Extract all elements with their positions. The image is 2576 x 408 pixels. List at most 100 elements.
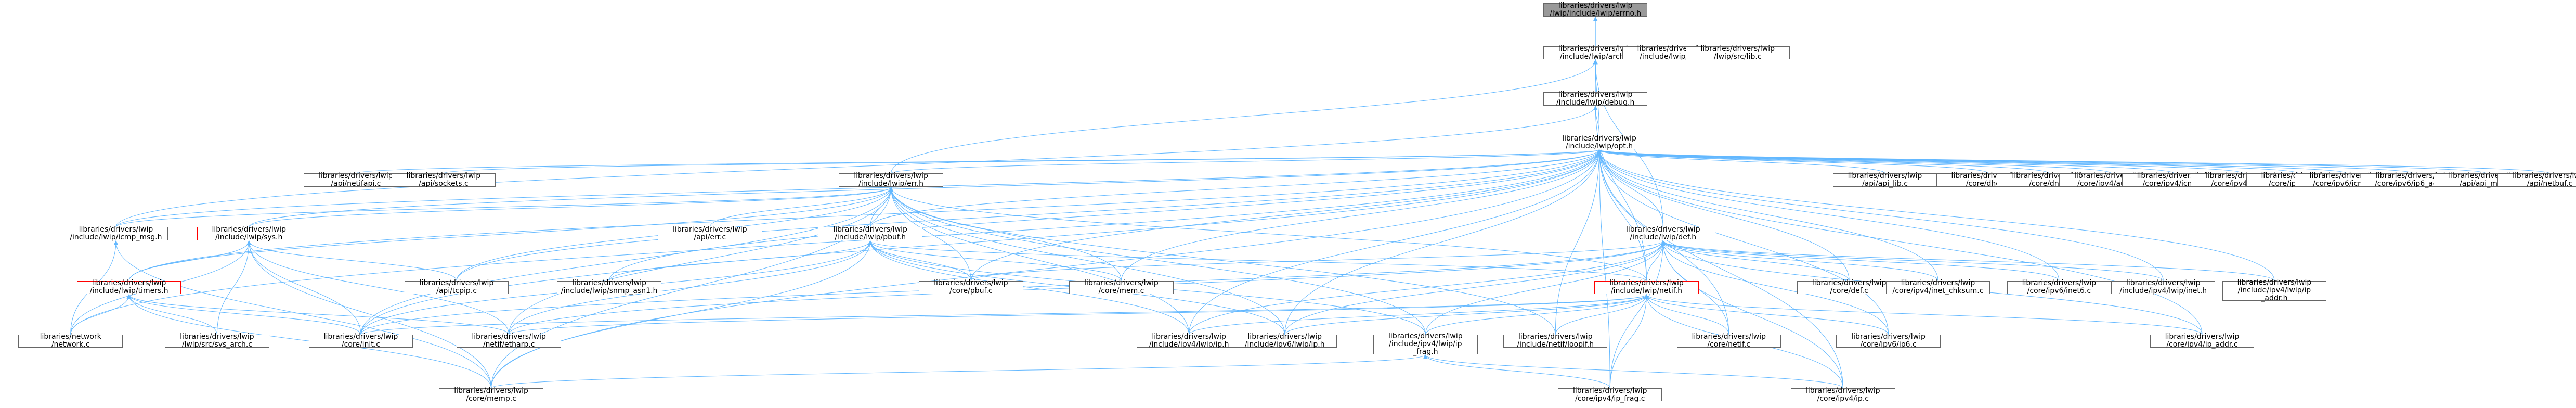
node-label-line: /include/netif/loopif.h xyxy=(1517,340,1594,349)
node-label-line: /core/ipv4/ip_addr.c xyxy=(2166,340,2238,349)
graph-node-ipv4-ip-h[interactable]: libraries/drivers/lwip/include/ipv4/lwip… xyxy=(1137,333,1241,349)
dependency-edge xyxy=(1425,240,1666,335)
dependency-edge xyxy=(891,59,1598,174)
node-label-line: libraries/drivers/lwip xyxy=(1388,332,1463,341)
node-label-line: /include/ipv6/lwip/ip.h xyxy=(1244,340,1325,349)
graph-node-core-mem[interactable]: libraries/drivers/lwip/core/mem.c xyxy=(1069,279,1174,295)
dependency-edge xyxy=(1597,149,1989,174)
dependency-edge xyxy=(609,240,873,281)
graph-node-icmp-msg-h[interactable]: libraries/drivers/lwip/include/lwip/icmp… xyxy=(63,226,168,241)
graph-node-ipv4-ip-c[interactable]: libraries/drivers/lwip/core/ipv4/ip.c xyxy=(1791,386,1895,403)
dependency-edge xyxy=(1597,149,2487,174)
node-label-line: libraries/drivers/lwip xyxy=(2237,278,2312,287)
dependency-edge xyxy=(1597,149,1647,281)
dependency-edge xyxy=(1660,240,1889,335)
dependency-edge xyxy=(1644,294,1889,335)
graph-node-ipv4-ip-addr[interactable]: libraries/drivers/lwip/core/ipv4/ip_addr… xyxy=(2150,333,2255,349)
dependency-edge xyxy=(1189,294,1649,335)
node-label-line: libraries/drivers/lwip xyxy=(1901,279,1975,288)
graph-node-loopif-h[interactable]: libraries/drivers/lwip/include/netif/loo… xyxy=(1503,333,1608,349)
graph-node-ipv6-inet6[interactable]: libraries/drivers/lwip/core/ipv6/inet6.c xyxy=(2007,279,2112,295)
graph-node-debug-h[interactable]: libraries/drivers/lwip/include/lwip/debu… xyxy=(1543,91,1648,107)
graph-node-core-netif[interactable]: libraries/drivers/lwip/core/netif.c xyxy=(1676,333,1781,349)
graph-node-err-h[interactable]: libraries/drivers/lwip/include/lwip/err.… xyxy=(839,172,943,187)
graph-node-def-h[interactable]: libraries/drivers/lwip/include/lwip/def.… xyxy=(1611,226,1715,241)
dependency-edge xyxy=(115,186,893,227)
node-label-line: /include/ipv4/lwip/inet.h xyxy=(2119,287,2207,296)
dependency-edge xyxy=(1609,294,1649,388)
graph-node-api-tcpip[interactable]: libraries/drivers/lwip/api/tcpip.c xyxy=(404,279,509,296)
graph-node-network-c[interactable]: libraries/network/network.c xyxy=(18,333,123,349)
node-label-line: /core/dns.c xyxy=(2029,179,2070,188)
graph-node-ip-addr-h[interactable]: libraries/drivers/lwip/include/ipv4/lwip… xyxy=(2222,278,2327,302)
graph-node-api-netbuf[interactable]: libraries/drivers/lwip/api/netbuf.c xyxy=(2497,172,2576,188)
node-label-line: libraries/drivers/lwip xyxy=(673,225,747,234)
node-label-line: libraries/drivers/lwip xyxy=(1848,171,1922,180)
dependency-edge xyxy=(889,186,1122,281)
node-label-line: /core/ipv6/ip6.c xyxy=(1860,340,1917,349)
node-label-line: /api/netbuf.c xyxy=(2527,179,2573,188)
node-label-line: /api/netifapi.c xyxy=(331,179,381,188)
node-label-line: libraries/drivers/lwip xyxy=(1152,333,1226,341)
graph-node-pbuf-h[interactable]: libraries/drivers/lwip/include/lwip/pbuf… xyxy=(818,225,922,241)
graph-node-core-memp[interactable]: libraries/drivers/lwip/core/memp.c xyxy=(439,386,543,402)
graph-node-ipv6-ip6[interactable]: libraries/drivers/lwip/core/ipv6/ip6.c xyxy=(1836,333,1941,349)
graph-node-ip-frag-c[interactable]: libraries/drivers/lwip/core/ipv4/ip_frag… xyxy=(1558,387,1662,403)
node-label-line: /core/pbuf.c xyxy=(949,287,993,296)
graph-node-sys-h[interactable]: libraries/drivers/lwip/include/lwip/sys.… xyxy=(197,225,301,241)
dependency-edge xyxy=(1661,240,2164,281)
graph-node-api-sockets[interactable]: libraries/drivers/lwip/api/sockets.c xyxy=(391,172,496,187)
graph-node-opt-h[interactable]: libraries/drivers/lwip/include/lwip/opt.… xyxy=(1547,134,1651,150)
dependency-edge xyxy=(889,186,1426,335)
dependency-edge xyxy=(1555,149,1602,335)
graph-node-netif-h[interactable]: libraries/drivers/lwip/include/lwip/neti… xyxy=(1594,279,1699,296)
node-label-line: libraries/drivers/lwip xyxy=(833,225,907,234)
node-label-line: libraries/drivers/lwip xyxy=(212,225,287,234)
dependency-edge xyxy=(889,186,1556,335)
graph-node-snmp-asn1-h[interactable]: libraries/drivers/lwip/include/lwip/snmp… xyxy=(557,279,661,296)
dependency-edge xyxy=(491,240,873,388)
node-label-line: /core/def.c xyxy=(1830,287,1868,296)
node-label-line: libraries/drivers/lwip xyxy=(1851,333,1926,341)
node-label-line: /core/ipv4/ip_frag.c xyxy=(1575,394,1645,403)
dependency-edge xyxy=(1597,149,1938,281)
dependency-edge xyxy=(1597,149,1663,227)
dependency-edge xyxy=(216,240,252,335)
dependency-edge xyxy=(491,354,1428,389)
dependency-edge xyxy=(128,149,1602,281)
dependency-edge xyxy=(1121,149,1602,281)
node-label-line: /include/lwip/netif.h xyxy=(1610,287,1683,296)
graph-node-sys-lib[interactable]: libraries/drivers/lwip/lwip/src/lib.c xyxy=(1685,45,1790,60)
node-label-line: libraries/drivers/lwip xyxy=(1247,333,1322,341)
node-label-line: /include/lwip/snmp_asn1.h xyxy=(561,287,658,296)
graph-node-ipv6-ip-h[interactable]: libraries/drivers/lwip/include/ipv6/lwip… xyxy=(1232,333,1337,349)
dependency-edge xyxy=(360,149,1602,335)
graph-node-ipv4-inet-h[interactable]: libraries/drivers/lwip/include/ipv4/lwip… xyxy=(2111,279,2216,296)
node-label-line: libraries/drivers/lwip xyxy=(1806,386,1880,395)
node-label-line: /api/err.c xyxy=(694,233,726,242)
dependency-edge xyxy=(115,106,1598,227)
graph-node-core-init[interactable]: libraries/drivers/lwip/core/init.c xyxy=(308,333,413,349)
graph-node-ip-frag-h[interactable]: libraries/drivers/lwip/include/ipv4/lwip… xyxy=(1373,332,1478,356)
graph-node-timers-h[interactable]: libraries/drivers/lwip/include/lwip/time… xyxy=(76,279,181,295)
node-label-line: libraries/drivers/lwip xyxy=(2126,279,2201,288)
graph-node-api-netifapi[interactable]: libraries/drivers/lwip/api/netifapi.c xyxy=(304,172,408,188)
node-label-line: /include/ipv4/lwip/ip xyxy=(1389,340,1462,349)
graph-node-core-def[interactable]: libraries/drivers/lwip/core/def.c xyxy=(1797,279,1902,296)
node-label-line: libraries/drivers/lwip xyxy=(934,279,1008,288)
dependency-edge xyxy=(126,294,361,335)
node-label-line: /api/tcpip.c xyxy=(436,287,477,296)
graph-node-sys-arch[interactable]: libraries/drivers/lwip/lwip/src/sys_arch… xyxy=(165,333,269,349)
dependency-edge xyxy=(1597,149,2164,281)
graph-node-api-lib[interactable]: libraries/drivers/lwip/api/api_lib.c xyxy=(1832,171,1937,187)
graph-node-inet-chksum[interactable]: libraries/drivers/lwip/core/ipv4/inet_ch… xyxy=(1885,279,1990,295)
node-label-line: libraries/drivers/lwip xyxy=(454,386,528,395)
node-label-line: /core/ipv4/ip.c xyxy=(1817,394,1869,403)
graph-node-netif-etharp[interactable]: libraries/drivers/lwip/netif/etharp.c xyxy=(457,333,561,349)
dependency-edge xyxy=(1597,149,2243,174)
graph-node-core-pbuf[interactable]: libraries/drivers/lwip/core/pbuf.c xyxy=(919,279,1023,296)
graph-node-api-err[interactable]: libraries/drivers/lwip/api/err.c xyxy=(658,225,762,242)
dependency-edge xyxy=(1284,240,1666,335)
node-label-line: /netif/etharp.c xyxy=(483,340,535,349)
dependency-edge xyxy=(443,149,1602,174)
